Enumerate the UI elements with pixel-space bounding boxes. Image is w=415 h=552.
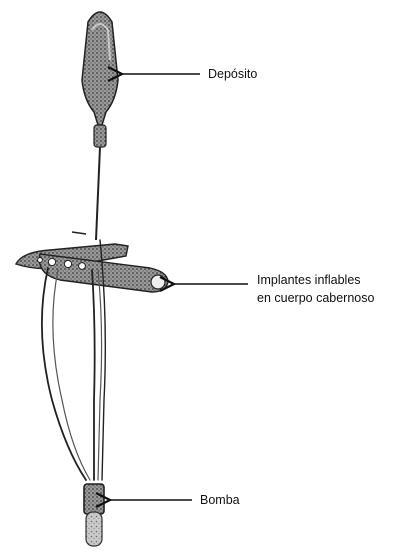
reservoir-tube xyxy=(96,147,100,240)
implants-label-line2: en cuerpo cabernoso xyxy=(257,291,374,305)
pump-label: Bomba xyxy=(200,493,240,507)
implants-label-line1: Implantes inflables xyxy=(257,273,361,287)
reservoir-label: Depósito xyxy=(208,67,257,81)
reservoir-component xyxy=(82,12,118,147)
pump-component xyxy=(84,484,104,546)
